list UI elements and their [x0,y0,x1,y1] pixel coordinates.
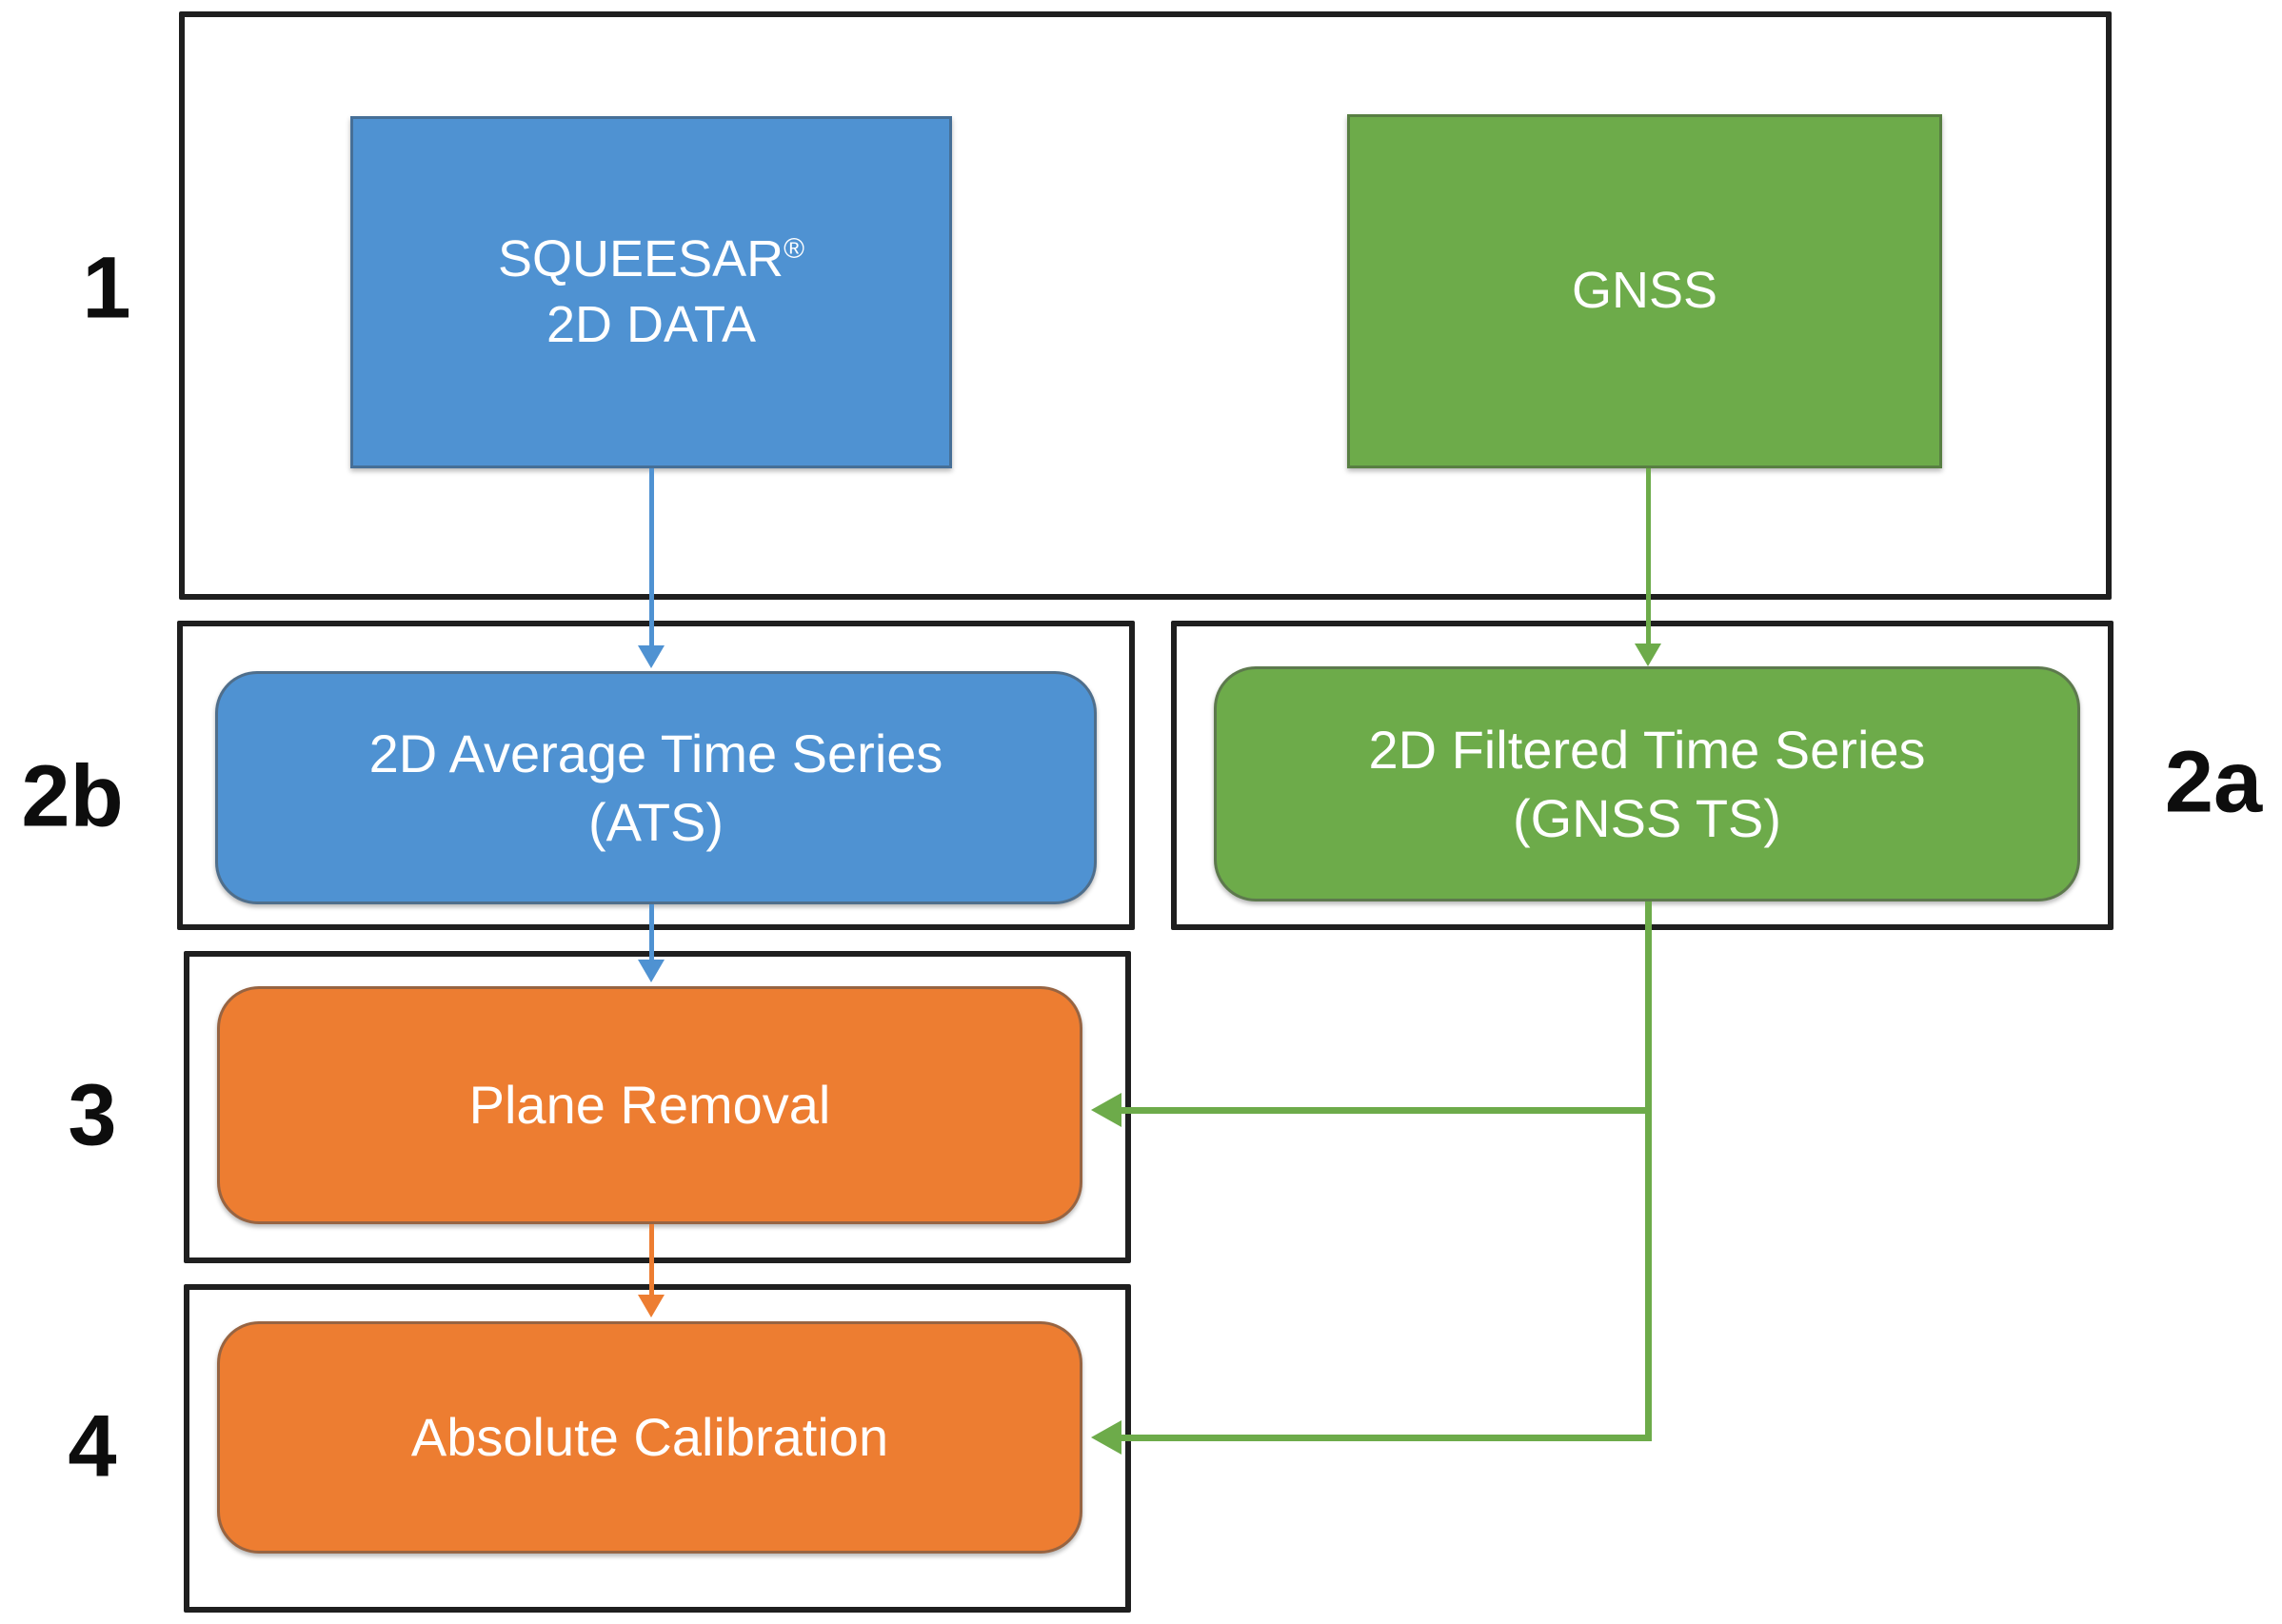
gnss-box: GNSS [1347,114,1942,468]
stage-3-label: 3 [68,1066,117,1164]
ats-line2: (ATS) [587,791,724,852]
stage-2a-container [1171,621,2113,930]
absolute-calibration-box: Absolute Calibration [217,1321,1082,1554]
arrowhead-down-icon [638,960,665,982]
stage-1-label: 1 [82,239,131,337]
arrow-shaft [649,904,654,961]
ats-line1: 2D Average Time Series [368,723,943,783]
stage-2b-label: 2b [21,747,124,845]
arrow-shaft [1120,1435,1652,1441]
arrowhead-down-icon [1635,644,1661,666]
stage-4-container [184,1284,1131,1613]
gnss-label: GNSS [1571,262,1718,320]
arrow-shaft [649,468,654,647]
gnss-ts-box: 2D Filtered Time Series (GNSS TS) [1214,666,2080,901]
stage-4-label: 4 [68,1397,117,1495]
ats-box: 2D Average Time Series (ATS) [215,671,1097,904]
stage-2a-label: 2a [2164,733,2263,831]
squeesar-line1: SQUEESAR® [498,229,804,287]
arrowhead-left-icon [1091,1420,1121,1455]
arrow-shaft [1646,468,1651,645]
squeesar-line2: 2D DATA [546,296,757,353]
gnss-ts-line2: (GNSS TS) [1512,787,1782,848]
arrow-shaft [1120,1107,1652,1114]
arrowhead-left-icon [1091,1093,1121,1127]
arrowhead-down-icon [638,1295,665,1317]
gnss-ts-line1: 2D Filtered Time Series [1368,719,1926,780]
registered-trademark-symbol: ® [784,232,804,265]
arrow-shaft [649,1224,654,1297]
stage-2b-container [177,621,1135,930]
arrow-shaft [1645,901,1652,1440]
plane-removal-box: Plane Removal [217,986,1082,1224]
squeesar-2d-data-box: SQUEESAR® 2D DATA [350,116,952,468]
plane-removal-label: Plane Removal [468,1075,831,1136]
stage-1-container [179,11,2112,600]
absolute-calibration-label: Absolute Calibration [410,1407,889,1468]
arrowhead-down-icon [638,645,665,668]
